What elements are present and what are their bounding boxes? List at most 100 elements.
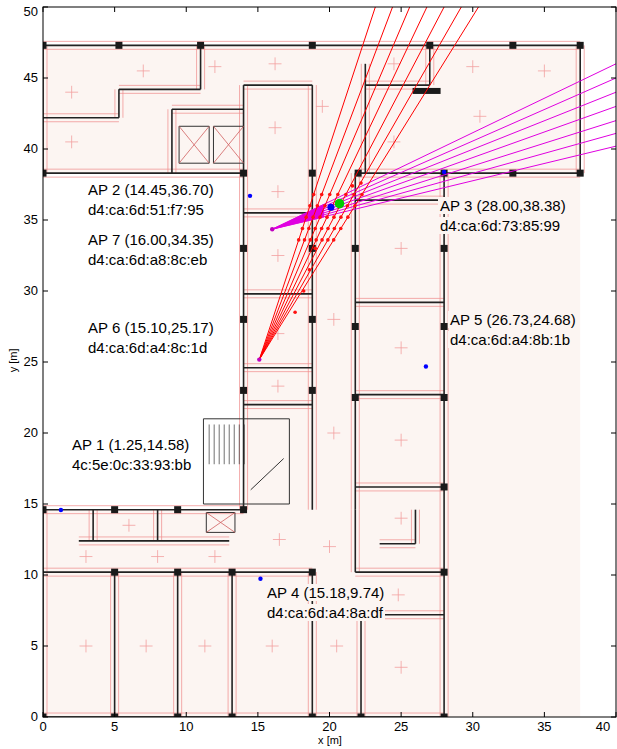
axis-tick-label: 10 [24,568,38,583]
sample-point [339,227,343,231]
wall [429,45,431,85]
grid-mark [466,60,479,73]
wall-outline [247,85,248,173]
wall-outline [239,85,240,173]
sample-point [325,215,329,219]
wall-outline [576,45,577,173]
axis-tick [611,220,616,221]
wall-outline [119,85,201,86]
grid-mark [266,640,279,653]
elevator-shaft [206,513,235,533]
grid-mark [330,640,343,653]
pillar [309,569,316,576]
grid-mark [538,65,551,78]
wall-outline [43,49,580,50]
wall-outline [244,89,313,90]
axis-tick [329,7,330,12]
bearing-ray [272,125,616,229]
pillar [240,506,247,513]
axis-tick-label: 10 [179,720,193,735]
wall-outline [359,510,360,572]
sample-point [323,204,327,208]
pillar [309,170,316,177]
sample-point [344,193,348,197]
sample-point [303,238,307,242]
stair-step [214,424,215,464]
axis-title: x [m] [318,734,342,747]
pillar [174,569,181,576]
access-point-label: AP 6 (15.10,25.17) [86,319,216,336]
axis-tick-label: 0 [31,710,38,725]
sample-point [320,238,324,242]
wall-outline [425,45,426,85]
sample-point [316,204,320,208]
wall-outline [308,173,309,510]
wall-outline [244,371,313,372]
grid-mark [323,540,336,553]
grid-mark [473,110,486,123]
wall-outline [43,169,244,170]
bearing-ray [272,65,616,229]
sample-point [353,204,357,208]
sample-point [309,238,313,242]
wall [43,509,244,511]
axis-tick [611,717,616,718]
pillar [509,42,516,49]
wall-outline [79,544,229,545]
axis-tick [611,7,616,8]
sample-point [318,215,322,219]
wall [171,109,173,173]
elevator-cross [179,126,209,163]
axis-tick [114,7,115,12]
mac-address: d4:ca:6d:73:85:99 [438,217,562,234]
pillar [358,714,365,718]
mac-address: d4:ca:6d:a8:8c:eb [86,251,209,268]
wall-outline [355,398,444,399]
access-point-label: AP 3 (28.00,38.38) [438,197,568,214]
wall-outline [119,93,201,94]
wall [355,394,444,396]
axis-tick [43,717,48,718]
wall-outline [244,400,313,401]
wall-outline [43,513,244,514]
wall [312,173,314,510]
wall-outline [419,510,420,544]
axis-tick [43,7,48,8]
pillar [309,714,316,718]
wall-outline [358,169,580,170]
elevator-cross [213,126,243,163]
wall-outline [359,173,360,510]
wall-outline [244,297,313,298]
wall-outline [440,173,441,717]
pillar [240,245,247,252]
wall-outline [448,173,449,717]
grid-mark [208,550,221,563]
stair-step [224,424,225,464]
sample-point [351,184,355,188]
wall-outline [351,510,352,572]
axis-tick [43,362,48,363]
axis-tick-label: 35 [537,720,551,735]
pillar [111,569,118,576]
grid-mark [198,640,211,653]
axis-tick [401,712,402,717]
elevator-cross [206,513,235,533]
stair-arrow [251,459,284,490]
wall-outline [167,109,168,173]
wall [355,302,444,304]
axis-tick [611,362,616,363]
grid-mark [65,136,78,149]
wall-outline [110,572,111,717]
pillar [229,569,236,576]
axis-tick-label: 25 [24,355,38,370]
sample-point [320,227,324,231]
bearing-ray [259,7,403,360]
wall-outline [239,173,240,510]
mac-address: d4:ca:6d:51:f7:95 [86,201,206,218]
grid-mark [271,380,284,393]
grid-mark [269,57,282,70]
axis-tick-label: 20 [322,720,336,735]
wall [312,85,314,173]
wall [114,572,116,717]
